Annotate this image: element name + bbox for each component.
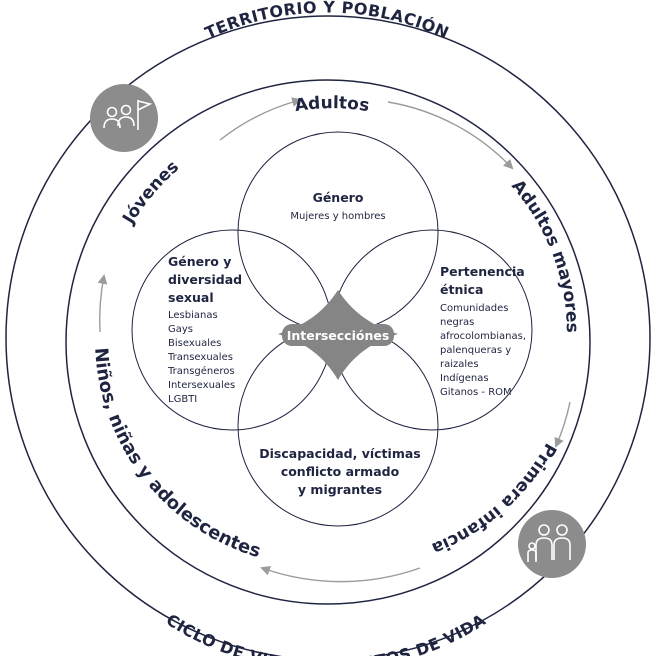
discapacidad-title-1: Discapacidad, víctimas [259, 446, 420, 461]
diversidad-item: Transgéneros [167, 365, 235, 377]
genero-title: Género [313, 190, 364, 205]
stage-jovenes: Jóvenes [118, 157, 182, 228]
etnica-item: Gitanos - ROM [440, 387, 512, 398]
diversidad-item: Lesbianas [168, 310, 218, 321]
diversidad-item: Gays [168, 324, 193, 335]
etnica-item: negras [440, 317, 474, 328]
diversidad-title-1: Género y [168, 254, 231, 269]
stage-adultos-mayores: Adultos mayores [507, 176, 582, 333]
venn-diagram: Intersecciónes [131, 131, 533, 527]
arrow-infancia-to-ninos [260, 566, 421, 583]
etnica-item: raizales [440, 359, 479, 370]
discapacidad-title-3: y migrantes [298, 482, 382, 497]
outer-ring-1 [5, 15, 651, 656]
diversidad-item: LGBTI [168, 394, 197, 405]
people-with-flag-icon [90, 84, 158, 152]
genero-subtitle: Mujeres y hombres [290, 211, 385, 222]
outer-ring-2 [65, 79, 591, 605]
stage-adultos: Adultos [293, 93, 370, 116]
center-label: Intersecciónes [287, 328, 390, 343]
arrow-adultos-to-mayores [387, 101, 514, 170]
etnica-item: palenqueras y [440, 345, 511, 356]
etnica-title-1: Pertenencia [440, 264, 525, 279]
center-label-bg [282, 324, 394, 346]
diversidad-item: Transexuales [167, 352, 233, 363]
arrow-mayores-to-infancia [554, 401, 571, 448]
diversidad-item: Bisexuales [168, 338, 221, 349]
etnica-item: afrocolombianas, [440, 331, 526, 342]
diversidad-title-2: diversidad [168, 272, 242, 287]
ring-label-bottom: CICLO DE VIDA, TRAYECTOS DE VIDA [163, 610, 489, 656]
etnica-item: Indígenas [440, 372, 489, 384]
arrow-ninos-to-jovenes [97, 274, 108, 333]
ring-label-top: TERRITORIO Y POBLACIÓN [202, 0, 452, 42]
diversidad-title-3: sexual [168, 290, 214, 305]
life-cycle-arrows [97, 97, 571, 583]
etnica-title-2: étnica [440, 282, 483, 297]
arrow-jovenes-to-adultos [219, 97, 302, 141]
diversidad-item: Intersexuales [168, 380, 235, 391]
discapacidad-title-2: conflicto armado [281, 464, 400, 479]
etnica-item: Comunidades [440, 303, 508, 314]
family-group-icon [518, 510, 586, 578]
